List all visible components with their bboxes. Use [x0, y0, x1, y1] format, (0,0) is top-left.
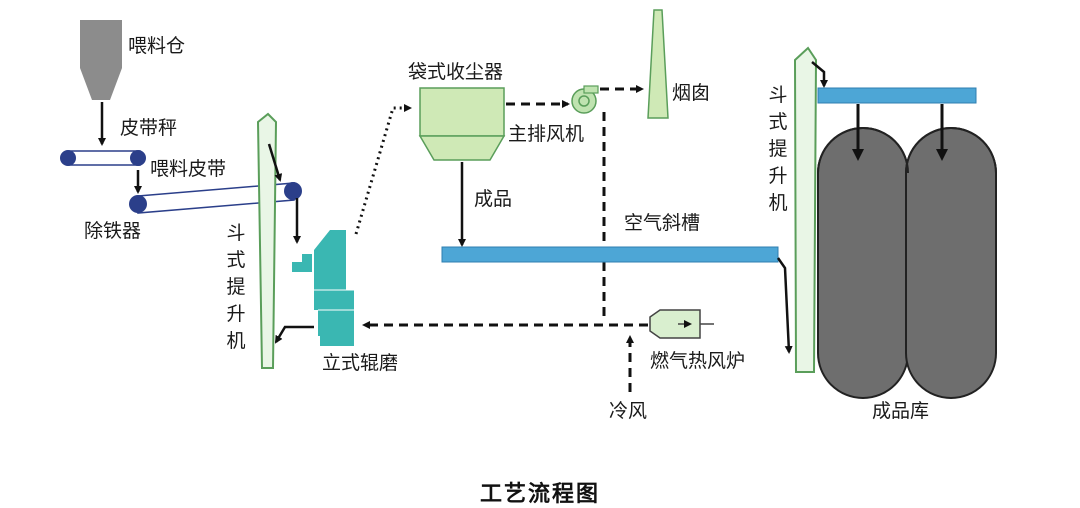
vertical-mill-label: 立式辊磨: [322, 352, 399, 374]
feed-belt: [129, 182, 302, 214]
feed-bin-label: 喂料仓: [128, 35, 186, 57]
product-silo: [817, 127, 997, 399]
product-label: 成品: [474, 188, 513, 210]
chimney-label: 烟囱: [672, 82, 711, 104]
gas-furnace-label: 燃气热风炉: [650, 350, 746, 372]
bucket-elevator-left: [256, 112, 278, 369]
mill-to-elevator-arrow: [274, 325, 314, 344]
air-slide-label: 空气斜槽: [624, 212, 701, 234]
cold-air-label: 冷风: [609, 400, 648, 422]
figure-caption: 工艺流程图: [479, 482, 600, 507]
belt-scale-label: 皮带秤: [120, 117, 178, 139]
product-silo-label: 成品库: [872, 400, 930, 422]
elevator-left-label: 斗 式 提 升 机: [226, 222, 246, 352]
elevator-to-distributor-arrow: [811, 61, 828, 88]
feed-bin: [80, 20, 122, 100]
belt-scale: [60, 150, 146, 166]
bucket-elevator-right: [793, 46, 818, 373]
elevator-right-label: 斗 式 提 升 机: [768, 84, 788, 214]
bag-filter: [418, 87, 506, 161]
gas-hot-air-furnace: [649, 309, 714, 339]
air-slide: [441, 246, 779, 263]
feed-belt-label: 喂料皮带: [150, 158, 227, 180]
silo-distributor: [817, 87, 977, 104]
vertical-roller-mill: [292, 230, 354, 346]
chimney: [647, 9, 669, 119]
bag-filter-label: 袋式收尘器: [408, 61, 504, 83]
elevator-left-to-belt-arrow: [267, 143, 283, 182]
main-exhaust-fan: [571, 85, 599, 114]
mill-to-bag-filter-dotted: [354, 104, 412, 235]
iron-remover-label: 除铁器: [84, 220, 142, 242]
air-slide-to-elevator-arrow: [776, 257, 793, 354]
main-fan-label: 主排风机: [508, 123, 585, 145]
